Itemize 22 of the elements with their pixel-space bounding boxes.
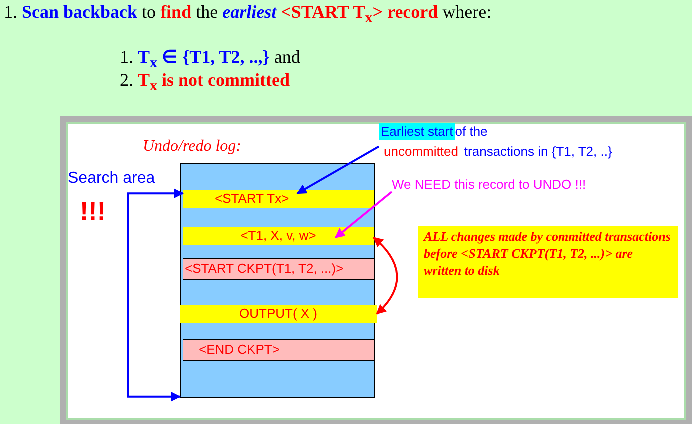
log-record: OUTPUT( X ) [180,305,377,323]
log-record: <T1, X, v, w> [183,227,374,245]
log-record: <START CKPT(T1, T2, ...)> [183,258,374,280]
annotation-text: of the [455,124,488,139]
arrow [335,191,393,239]
annotation-text: We NEED this record to UNDO !!! [392,177,586,192]
highlighted-text: Earliest start [379,123,456,140]
arrow [296,146,380,194]
condition-text: 2. T$_{x}$ is not committed [120,70,290,96]
log-record: <END CKPT> [183,339,374,361]
condition-text: 1. T$_{x}$ ∈ {T1, T2, ..,} and [120,46,300,73]
annotation-text: transactions in {T1, T2, ..} [464,144,612,159]
log-heading: Undo/redo log: [143,138,242,156]
heading: 1. Scan backback to find the earliest <START T$_{x}$> record where: [4,2,492,28]
arrow [373,237,398,315]
annotation-text: uncommitted [384,144,458,159]
arrow [127,188,184,290]
exclamation-marks: !!! [80,196,106,227]
arrow [127,290,181,402]
log-record: <START Tx> [183,190,374,208]
note-box: ALL changes made by committed transactions before <START CKPT(T1, T2, ...)> are written to disk [418,226,678,298]
search-area-label: Search area [68,170,156,188]
